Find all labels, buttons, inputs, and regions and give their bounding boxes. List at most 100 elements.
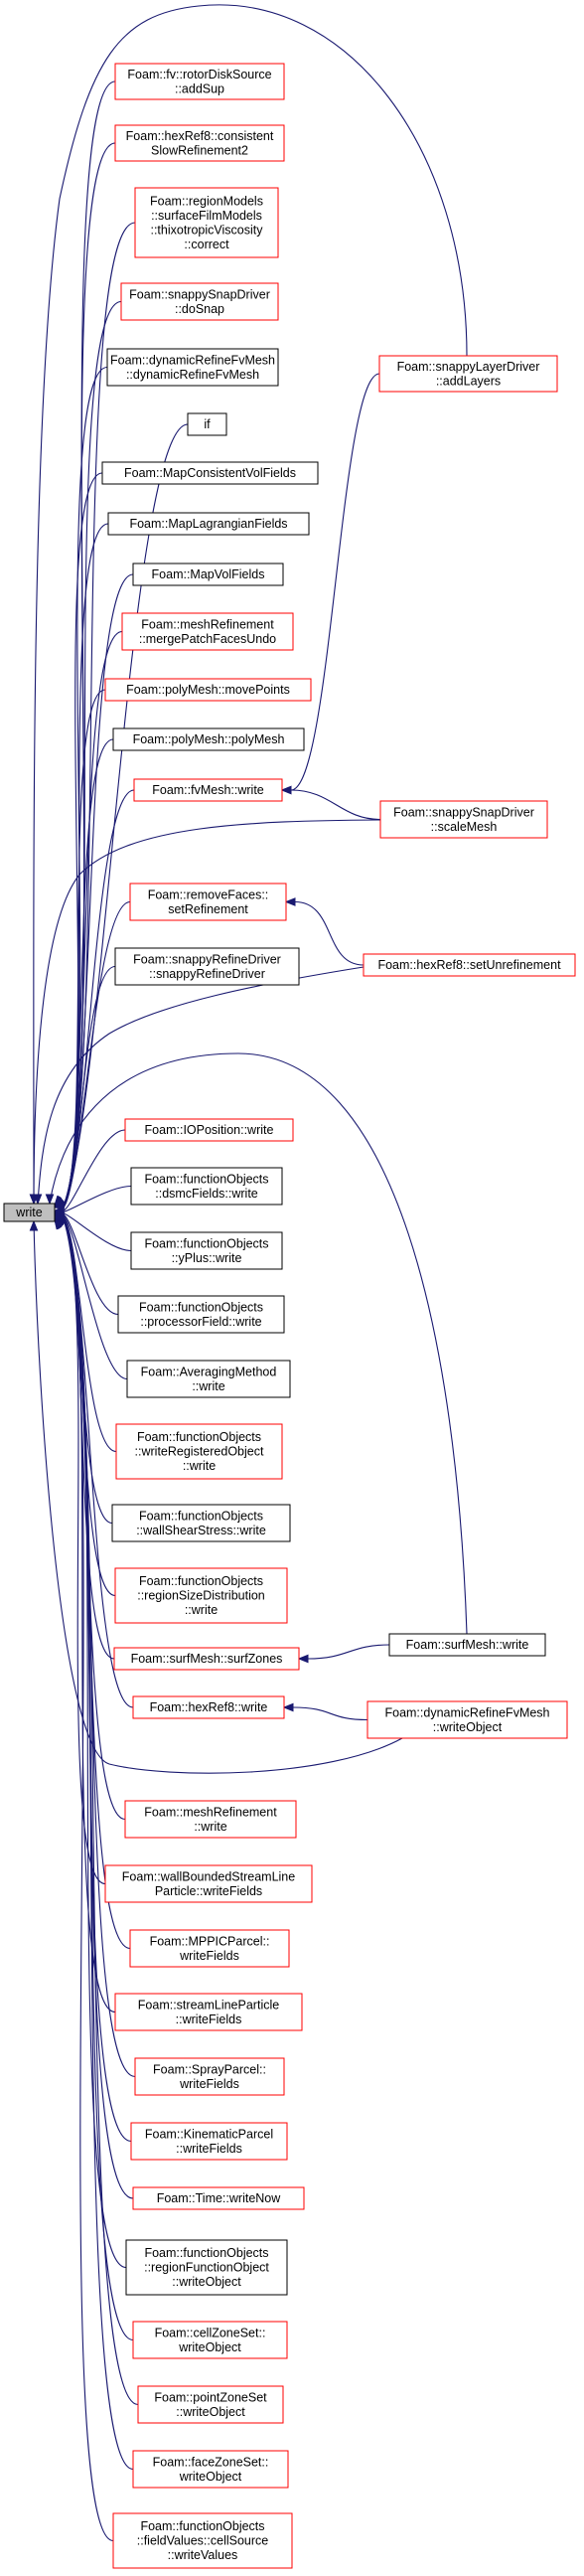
edge-line xyxy=(63,1218,139,2406)
edge-line xyxy=(33,1220,403,1774)
edge-polymesh_ctor-to-root xyxy=(63,738,114,1207)
node-label-line: Foam::MapConsistentVolFields xyxy=(124,466,296,480)
node-label-line: ::mergePatchFacesUndo xyxy=(139,632,276,646)
node-box xyxy=(117,1295,285,1334)
node-label-line: writeFields xyxy=(179,2077,239,2091)
node-box xyxy=(132,1695,285,1719)
edge-scalemesh-to-root xyxy=(33,819,381,1205)
node-thixotropic[interactable]: Foam::regionModels::surfaceFilmModels::t… xyxy=(134,187,279,258)
edge-writeregistered-to-root xyxy=(63,1216,117,1453)
node-maplagrangian[interactable]: Foam::MapLagrangianFields xyxy=(107,512,310,536)
node-dsmc[interactable]: Foam::functionObjects::dsmcFields::write xyxy=(130,1167,283,1206)
node-dyn_ctor[interactable]: Foam::dynamicRefineFvMesh::dynamicRefine… xyxy=(106,348,279,387)
node-box xyxy=(104,1864,313,1903)
node-box xyxy=(114,1567,288,1624)
node-dosnap[interactable]: Foam::snappySnapDriver::doSnap xyxy=(120,282,279,321)
node-box xyxy=(125,2239,288,2296)
node-surfmesh_write[interactable]: Foam::surfMesh::write xyxy=(388,1633,546,1657)
node-box xyxy=(134,2057,285,2096)
edge-line xyxy=(63,1218,106,1885)
node-label-line: if xyxy=(204,417,211,431)
node-label-line: ::writeRegisteredObject xyxy=(135,1445,264,1459)
node-label-line: Foam::MapLagrangianFields xyxy=(129,517,287,531)
edge-wallbounded-to-root xyxy=(63,1218,106,1885)
node-cellzone[interactable]: Foam::cellZoneSet::writeObject xyxy=(132,2321,288,2359)
edge-line xyxy=(294,900,365,966)
node-time_writenow[interactable]: Foam::Time::writeNow xyxy=(132,2186,305,2210)
node-wallshear[interactable]: Foam::functionObjects::wallShearStress::… xyxy=(111,1504,291,1542)
edge-dyn_writeobject-to-root xyxy=(33,1220,403,1774)
node-label-line: Foam::snappyRefineDriver xyxy=(133,952,281,966)
node-label-line: ::writeFields xyxy=(176,2142,242,2156)
edge-dsmc-to-root xyxy=(63,1185,132,1213)
node-label-line: ::regionFunctionObject xyxy=(144,2261,269,2275)
arrowhead xyxy=(54,1217,64,1230)
node-meshref_write[interactable]: Foam::meshRefinement::write xyxy=(124,1800,297,1839)
node-facezone[interactable]: Foam::faceZoneSet::writeObject xyxy=(132,2450,289,2489)
node-dyn_writeobject[interactable]: Foam::dynamicRefineFvMesh::writeObject xyxy=(366,1700,568,1739)
node-regionfo[interactable]: Foam::functionObjects::regionFunctionObj… xyxy=(125,2239,288,2296)
arrowhead xyxy=(29,1219,39,1231)
node-fv_rotor[interactable]: Foam::fv::rotorDiskSource::addSup xyxy=(114,63,285,100)
node-box xyxy=(112,727,305,751)
node-mppic[interactable]: Foam::MPPICParcel::writeFields xyxy=(129,1929,290,1968)
node-label-line: Foam::IOPosition::write xyxy=(145,1123,274,1137)
node-if[interactable]: if xyxy=(187,412,227,436)
node-processorfield[interactable]: Foam::functionObjects::processorField::w… xyxy=(117,1295,285,1334)
edge-line xyxy=(33,4,468,1205)
node-ioposition[interactable]: Foam::IOPosition::write xyxy=(124,1118,294,1142)
node-box xyxy=(130,2122,288,2161)
node-hexref8_write[interactable]: Foam::hexRef8::write xyxy=(132,1695,285,1719)
arrowhead xyxy=(297,1654,309,1664)
node-label-line: Foam::functionObjects xyxy=(139,1574,263,1588)
node-box xyxy=(114,947,300,986)
node-surfzones[interactable]: Foam::surfMesh::surfZones xyxy=(113,1647,300,1671)
node-label-line: write xyxy=(15,1206,42,1219)
node-kinematic[interactable]: Foam::KinematicParcel::writeFields xyxy=(130,2122,288,2161)
edge-line xyxy=(63,1218,114,2542)
node-snappyrefine[interactable]: Foam::snappyRefineDriver::snappyRefineDr… xyxy=(114,947,300,986)
node-averaging[interactable]: Foam::AveragingMethod::write xyxy=(126,1360,291,1398)
node-addlayers[interactable]: Foam::snappyLayerDriver::addLayers xyxy=(378,355,558,393)
edge-addlayers-to-fvmesh_write xyxy=(290,373,380,791)
node-setunref[interactable]: Foam::hexRef8::setUnrefinement xyxy=(363,953,576,977)
node-cellsource[interactable]: Foam::functionObjects::fieldValues::cell… xyxy=(112,2512,293,2569)
node-removefaces[interactable]: Foam::removeFaces::setRefinement xyxy=(129,883,287,921)
node-scalemesh[interactable]: Foam::snappySnapDriver::scaleMesh xyxy=(379,800,548,839)
node-meshref_merge[interactable]: Foam::meshRefinement::mergePatchFacesUnd… xyxy=(121,612,294,651)
node-polymesh_ctor[interactable]: Foam::polyMesh::polyMesh xyxy=(112,727,305,751)
node-box xyxy=(124,1118,294,1142)
node-box xyxy=(111,1504,291,1542)
node-polymesh_move[interactable]: Foam::polyMesh::movePoints xyxy=(104,678,312,702)
node-label-line: writeObject xyxy=(178,2340,241,2354)
node-regionsize[interactable]: Foam::functionObjects::regionSizeDistrib… xyxy=(114,1567,288,1624)
node-writeregistered[interactable]: Foam::functionObjects::writeRegisteredOb… xyxy=(115,1423,283,1480)
node-pointzone[interactable]: Foam::pointZoneSet::writeObject xyxy=(137,2385,284,2424)
node-spray[interactable]: Foam::SprayParcel::writeFields xyxy=(134,2057,285,2096)
node-streamline[interactable]: Foam::streamLineParticle::writeFields xyxy=(114,1993,303,2031)
node-box xyxy=(113,1647,300,1671)
node-label-line: ::write xyxy=(192,1379,224,1393)
node-mapconsistent[interactable]: Foam::MapConsistentVolFields xyxy=(101,461,319,485)
node-box xyxy=(130,1167,283,1206)
node-box xyxy=(114,124,285,162)
node-fvmesh_write[interactable]: Foam::fvMesh::write xyxy=(133,778,283,802)
node-label-line: Foam::polyMesh::movePoints xyxy=(126,683,290,697)
node-label-line: SlowRefinement2 xyxy=(151,143,248,157)
node-box xyxy=(114,1993,303,2031)
node-yplus[interactable]: Foam::functionObjects::yPlus::write xyxy=(130,1231,283,1270)
node-wallbounded[interactable]: Foam::wallBoundedStreamLineParticle::wri… xyxy=(104,1864,313,1903)
edge-mapvol-to-root xyxy=(63,573,134,1207)
node-label-line: ::dsmcFields::write xyxy=(155,1187,258,1201)
node-box xyxy=(132,2321,288,2359)
node-mapvol[interactable]: Foam::MapVolFields xyxy=(132,563,284,586)
node-label-line: ::writeObject xyxy=(433,1720,503,1734)
node-box xyxy=(124,1800,297,1839)
node-root[interactable]: write xyxy=(3,1203,56,1222)
node-box xyxy=(120,282,279,321)
node-label-line: setRefinement xyxy=(168,902,248,916)
node-label-line: ::fieldValues::cellSource xyxy=(137,2534,269,2548)
node-label-line: Foam::removeFaces:: xyxy=(148,887,269,901)
node-box xyxy=(132,563,284,586)
